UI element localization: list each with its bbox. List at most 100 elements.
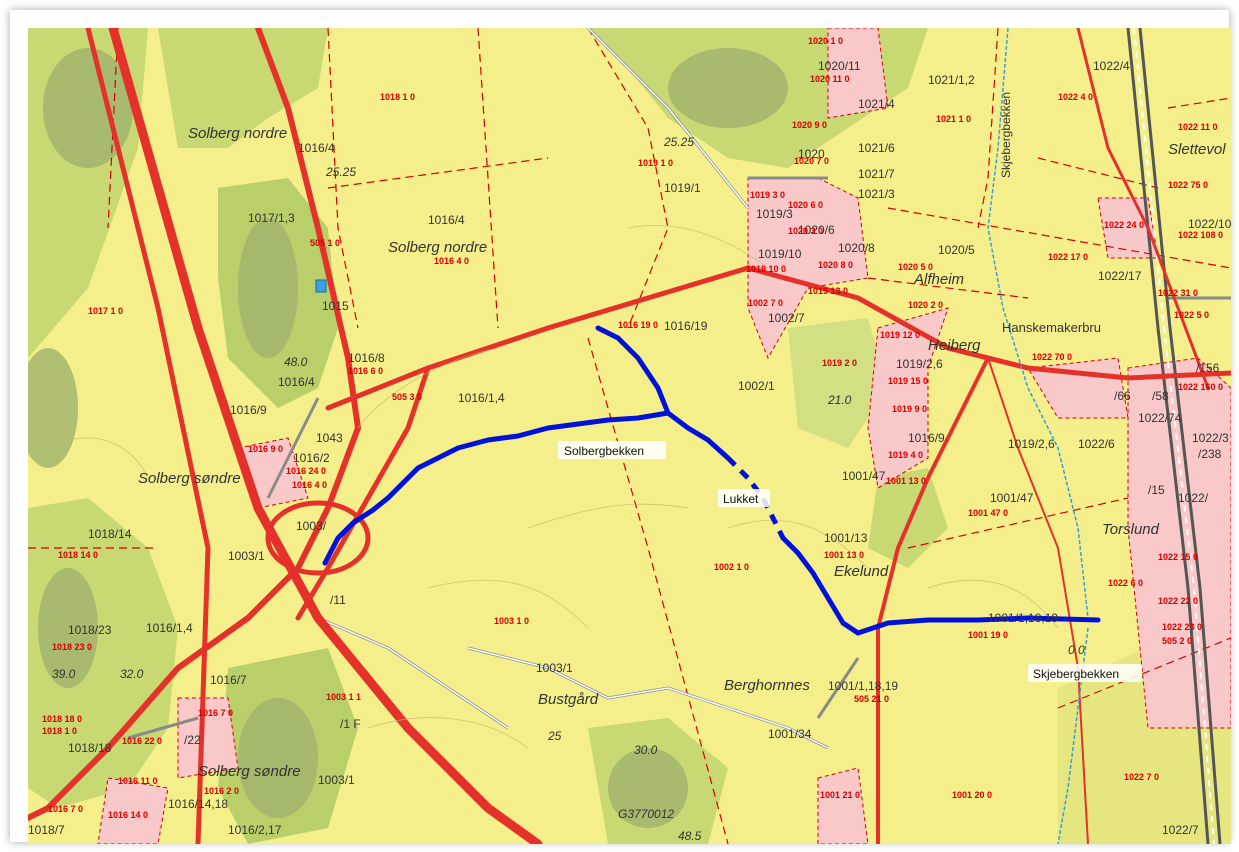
- property-id: 1019 13 0: [808, 286, 848, 296]
- property-id: 1016 19 0: [618, 320, 658, 330]
- parcel-label: /238: [1198, 447, 1222, 461]
- parcel-label: 1002/1: [738, 379, 775, 393]
- property-id: 1016 4 0: [292, 480, 327, 490]
- parcel-label: 1021/1,2: [928, 73, 975, 87]
- property-id: 1021 1 0: [936, 114, 971, 124]
- solbergbekken-stream[interactable]: [322, 325, 731, 566]
- parcel-label: 1017/1,3: [248, 211, 295, 225]
- property-id: 1016 22 0: [122, 736, 162, 746]
- parcel-label: 1021/7: [858, 167, 895, 181]
- property-id: 1002 7 0: [748, 298, 783, 308]
- property-id: 1022 6 0: [1108, 578, 1143, 588]
- property-id: 1001 19 0: [968, 630, 1008, 640]
- property-id: 1022 17 0: [1048, 252, 1088, 262]
- property-id: 1022 22 0: [1158, 596, 1198, 606]
- interchange: [265, 500, 371, 576]
- railway: [1126, 28, 1222, 844]
- parcel-label: 1022/7: [1162, 823, 1199, 837]
- parcel-label: 1016/4: [428, 213, 465, 227]
- property-id: 1018 14 0: [58, 550, 98, 560]
- place-solberg-sondre-2: Solberg søndre: [198, 763, 301, 780]
- parcel-label: 1020: [798, 147, 825, 161]
- place-torslund: Torslund: [1102, 521, 1160, 538]
- survey-code-label: G3770012: [618, 807, 674, 821]
- parcel-numbers: 1016/4 1016/4 1017/1,3 1016/8 1016/4 101…: [28, 59, 1231, 837]
- label-skjebergbekken: Skjebergbekken: [1033, 667, 1119, 681]
- property-id: 1022 23 0: [1162, 622, 1202, 632]
- property-id: 1020 7 0: [794, 156, 829, 166]
- elevation-label: 25: [547, 729, 562, 743]
- elevation-label: 25.25: [663, 135, 694, 149]
- property-id: 1001 47 0: [968, 508, 1008, 518]
- elevation-label: 48.5: [678, 829, 702, 843]
- parcel-label: 1022/3: [1192, 431, 1229, 445]
- property-id: 505 2 0: [1162, 636, 1192, 646]
- property-id: 1022 11 0: [1178, 122, 1218, 132]
- property-id: 1019 3 0: [750, 190, 785, 200]
- parcel-label: 1020/11: [818, 59, 861, 73]
- parcel-label: 1020/5: [938, 243, 975, 257]
- elevation-label: 48.0: [284, 355, 308, 369]
- elevation-labels: 25.25 25.25 48.0 21.0 32.0 39.0 25 30.0 …: [52, 135, 1085, 843]
- parcel-label: 1003/1: [536, 661, 573, 675]
- property-id: 1016 6 0: [348, 366, 383, 376]
- place-hanskemakerbru: Hanskemakerbru: [1002, 320, 1101, 335]
- parcel-label: /1 F: [340, 717, 361, 731]
- property-id: 1003 1 1: [326, 692, 361, 702]
- property-id: 1022 31 0: [1158, 288, 1198, 298]
- parcel-label: 1021/3: [858, 187, 895, 201]
- cadastral-map[interactable]: Solbergbekken Lukket Skjebergbekken Solb…: [28, 28, 1231, 844]
- parcel-label: 1001/34: [768, 727, 812, 741]
- parcel-label: 1021/6: [858, 141, 895, 155]
- property-id-labels: 1018 1 0 1017 1 0 505 1 0 1016 4 0 1016 …: [42, 36, 1223, 820]
- skjebergbekken-stream[interactable]: [780, 535, 1101, 636]
- property-id: 1022 15 0: [1158, 552, 1198, 562]
- local-roads-inner: [317, 28, 829, 749]
- property-id: 1020 9 0: [792, 120, 827, 130]
- parcel-label: 1018/18: [68, 741, 112, 755]
- property-id: 1016 9 0: [248, 444, 283, 454]
- property-id: 1020 5 0: [898, 262, 933, 272]
- parcel-label: 1018/14: [88, 527, 132, 541]
- property-id: 1019 15 0: [888, 376, 928, 386]
- place-solberg-sondre-1: Solberg søndre: [138, 470, 241, 487]
- parcel-label: 1019/3: [756, 207, 793, 221]
- property-id: 1020 8 0: [818, 260, 853, 270]
- elevation-label: 39.0: [52, 667, 76, 681]
- place-bustgard: Bustgård: [538, 691, 599, 708]
- parcel-label: 1016/14,18: [168, 797, 228, 811]
- property-id: 1020 11 0: [810, 74, 850, 84]
- property-id: 1018 1 0: [380, 92, 415, 102]
- place-heiberg: Heiberg: [928, 337, 981, 354]
- elevation-label: 0.0: [1068, 643, 1085, 657]
- parcel-label: /66: [1114, 389, 1131, 403]
- property-id: 1020 1 0: [808, 36, 843, 46]
- parcel-label: 1003/1: [228, 549, 265, 563]
- property-id: 1019 4 0: [888, 450, 923, 460]
- parcel-label: 1018/23: [68, 623, 112, 637]
- parcel-label: 1022/17: [1098, 269, 1142, 283]
- property-id: 1019 12 0: [880, 330, 920, 340]
- parcel-label: 1022/4: [1093, 59, 1130, 73]
- property-id: 1022 7 0: [1124, 772, 1159, 782]
- parcel-label: 1016/8: [348, 351, 385, 365]
- lukket-closed-section[interactable]: [726, 456, 786, 540]
- place-solberg-nordre-2: Solberg nordre: [388, 239, 487, 256]
- parcel-label: 1022/74: [1138, 411, 1182, 425]
- property-id: 1018 18 0: [42, 714, 82, 724]
- parcel-label: 1016/9: [908, 431, 945, 445]
- place-alfheim: Alfheim: [913, 271, 964, 288]
- elevation-label: 30.0: [634, 743, 658, 757]
- parcel-label: 1022/10: [1188, 217, 1231, 231]
- parcel-label: 1016/1,4: [146, 621, 193, 635]
- property-id: 505 21 0: [854, 694, 889, 704]
- property-id: 1001 21 0: [820, 790, 860, 800]
- property-id: 1022 75 0: [1168, 180, 1208, 190]
- property-id: 1016 7 0: [48, 804, 83, 814]
- parcel-label: 1022/6: [1078, 437, 1115, 451]
- contour-lines: [47, 225, 1059, 749]
- property-id: 1016 2 0: [204, 786, 239, 796]
- place-ekelund: Ekelund: [834, 563, 889, 580]
- parcel-label: 1016/9: [230, 403, 267, 417]
- property-id: 1022 108 0: [1178, 230, 1223, 240]
